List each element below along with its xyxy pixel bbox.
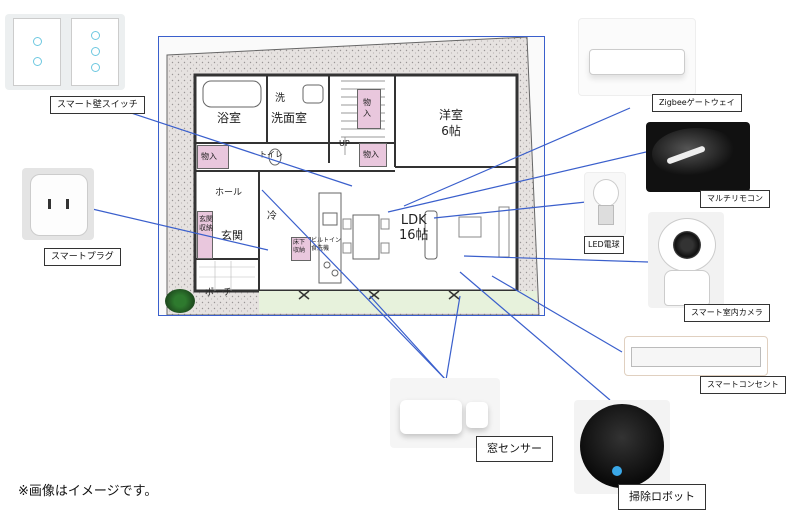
room-entrance-storage: 玄関 収納 [199, 215, 213, 232]
room-storage-right: 物入 [363, 150, 379, 159]
robot-vacuum-label: 掃除ロボット [618, 484, 706, 510]
storage-block-top [357, 89, 381, 129]
bulb-icon [593, 179, 619, 207]
vacuum-body [580, 404, 664, 488]
smart-outlet-image [624, 336, 768, 376]
led-bulb-label: LED電球 [584, 236, 624, 254]
camera-lens-icon [673, 231, 701, 259]
room-toilet: トイレ [259, 150, 283, 159]
room-up: UP [339, 139, 350, 148]
plant-icon [165, 289, 195, 313]
image-note: ※画像はイメージです。 [18, 484, 158, 499]
led-bulb-image [584, 172, 626, 236]
zigbee-gateway-label: Zigbeeゲートウェイ [652, 94, 742, 112]
switch-led-icon [33, 57, 42, 66]
gateway-box [589, 49, 685, 75]
plug-slot-icon [48, 199, 51, 209]
indoor-camera-image [648, 212, 724, 308]
room-pantry: ビルトイン 食洗機 [311, 237, 342, 252]
storage-block-right [359, 143, 387, 167]
multi-remote-image [646, 122, 750, 192]
zigbee-gateway-image [578, 18, 696, 96]
floor-plan-drawing [166, 36, 540, 316]
room-entrance: 玄関 [221, 229, 243, 242]
room-storage-left: 物入 [201, 152, 217, 161]
floor-plan: 浴室 洗 洗面室 物 入 洋室 6帖 物入 トイレ UP 物入 ホール 冷 玄関… [158, 36, 545, 316]
switch-led-icon [91, 63, 100, 72]
switch-led-icon [33, 37, 42, 46]
multi-remote-label: マルチリモコン [700, 190, 770, 208]
room-porch: ポーチ [205, 288, 233, 298]
room-fridge: 冷 [267, 211, 277, 222]
room-washroom: 洗面室 [271, 111, 308, 125]
indoor-camera-label: スマート室内カメラ [684, 304, 770, 322]
room-bath: 浴室 [217, 111, 242, 125]
switch-panel-1 [13, 18, 61, 86]
camera-base [664, 270, 710, 306]
switch-panel-2 [71, 18, 119, 86]
room-western: 洋室 6帖 [439, 108, 464, 138]
room-wash-top: 洗 [275, 93, 285, 104]
sensor-main [400, 400, 462, 434]
sensor-magnet [466, 402, 488, 428]
camera-head [658, 218, 716, 272]
outlet-strip [631, 347, 761, 367]
vacuum-sensor-icon [612, 466, 622, 476]
plug-body [30, 174, 88, 236]
switch-led-icon [91, 47, 100, 56]
plug-slot-icon [66, 199, 69, 209]
window-sensor-image [390, 378, 500, 448]
smart-switch-label: スマート壁スイッチ [50, 96, 145, 114]
room-hall: ホール [215, 188, 243, 198]
room-ldk: LDK 16帖 [399, 213, 429, 243]
smart-plug-label: スマートプラグ [44, 248, 121, 266]
window-sensor-label: 窓センサー [476, 436, 553, 462]
room-storage-top: 物 入 [363, 98, 371, 118]
switch-led-icon [91, 31, 100, 40]
robot-vacuum-image [574, 400, 670, 494]
smart-switch-image [5, 14, 125, 90]
smart-plug-image [22, 168, 94, 240]
underfloor-storage-block [291, 237, 311, 261]
room-underfloor: 床下 収納 [293, 239, 306, 254]
bulb-base [598, 205, 614, 225]
storage-block-left [197, 145, 229, 169]
smart-outlet-label: スマートコンセント [700, 376, 786, 394]
